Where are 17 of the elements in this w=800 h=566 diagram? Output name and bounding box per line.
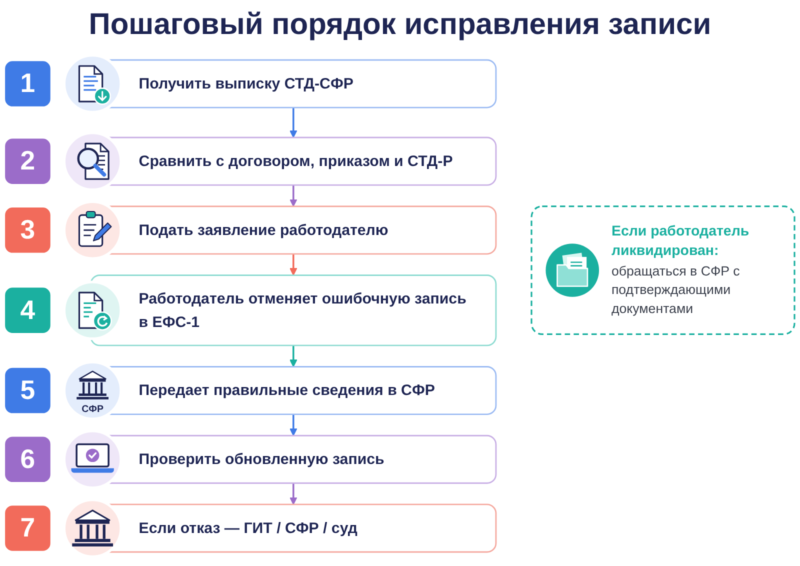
arrow xyxy=(289,185,298,207)
node-box: Работодатель отменяет ошибочную запись в ЕФС-1 xyxy=(90,274,497,346)
arrow xyxy=(289,414,298,436)
title: Пошаговый порядок исправления записи xyxy=(88,7,712,43)
node-box: 1 xyxy=(5,61,50,106)
node-box: 3 xyxy=(5,207,50,253)
node-box: 7 xyxy=(5,506,50,551)
node-box: 4 xyxy=(5,288,50,333)
node-box: 5 xyxy=(5,368,50,414)
arrow xyxy=(289,345,298,368)
node-box: Если работодатель ликвидирован: обращаться в СФР с подтверждающими документами xyxy=(530,205,796,335)
arrow xyxy=(289,483,298,505)
arrow xyxy=(289,254,298,276)
node-box: 2 xyxy=(5,138,50,184)
icon-caption: СФР xyxy=(82,404,104,415)
node-box: 6 xyxy=(5,436,50,482)
arrow xyxy=(289,108,298,138)
